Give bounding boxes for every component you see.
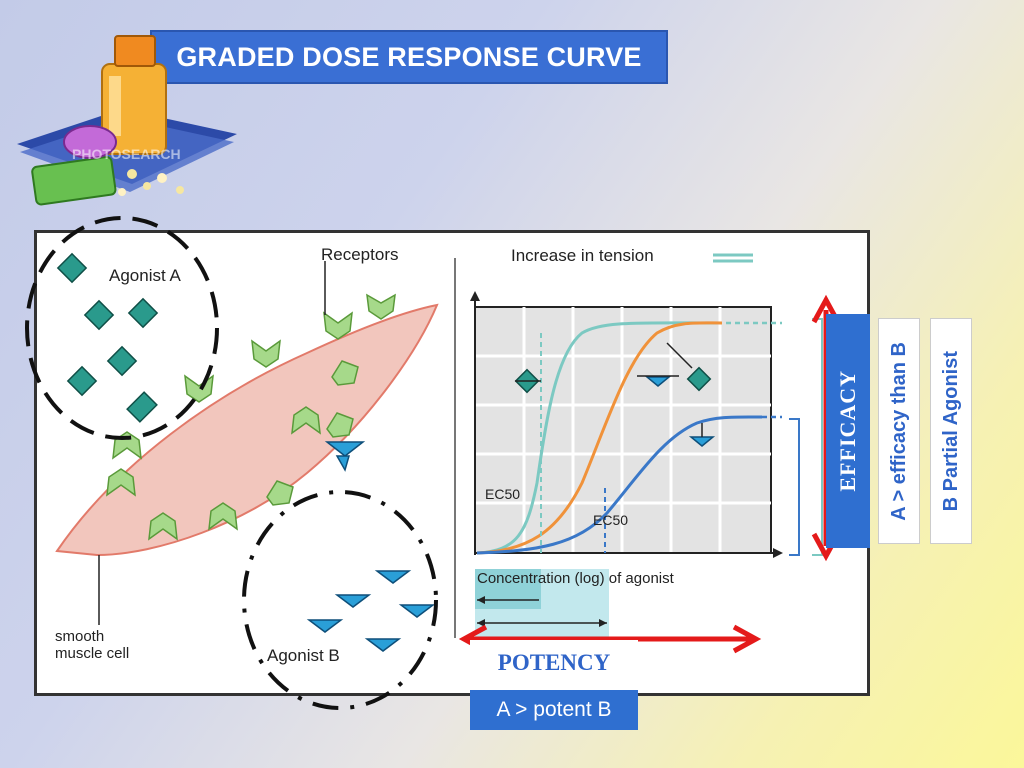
agonist-a-label: Agonist A: [109, 266, 181, 285]
agonist-a-molecule: [66, 365, 98, 397]
agonist-a-molecule: [56, 252, 88, 284]
medicine-bottle-pills-icon: PHOTOSEARCH: [17, 35, 237, 206]
ec50-b-label: EC50: [593, 512, 628, 528]
receptors-label: Receptors: [321, 245, 398, 264]
slide-title: GRADED DOSE RESPONSE CURVE: [150, 30, 668, 84]
agonist-b-molecule: [334, 594, 372, 608]
agonist-a-molecule: [106, 345, 138, 377]
plot-area: [470, 291, 783, 558]
partial-agonist-label: B Partial Agonist: [930, 318, 972, 544]
agonist-b-molecule: [374, 570, 412, 584]
potency-label: POTENCY: [470, 640, 638, 686]
agonist-a-molecule: [127, 297, 159, 329]
efficacy-bracket-a: [812, 318, 823, 556]
receptor: [291, 406, 321, 435]
receptor: [366, 293, 396, 320]
dose-response-figure: Receptors Agonist A Agonist B smooth mus…: [34, 230, 870, 696]
receptor: [331, 360, 359, 386]
efficacy-text: EFFICACY: [835, 370, 860, 492]
agonist-b-molecule: [364, 638, 402, 652]
agonist-b-molecule: [306, 619, 344, 633]
agonist-a-molecule: [83, 299, 115, 331]
receptor: [326, 412, 354, 438]
ec50-a-label: EC50: [485, 486, 520, 502]
cell-label-line1: smooth: [55, 628, 104, 645]
agonist-b-marker: [644, 376, 672, 387]
xaxis-label: Concentration (log) of agonist: [477, 570, 675, 587]
receptor: [184, 374, 214, 403]
agonist-a-molecule: [126, 391, 158, 423]
efficacy-compare-label: A > efficacy than B: [878, 318, 920, 544]
agonist-b-molecule: [398, 604, 436, 618]
curve-partial-agonist: [476, 415, 763, 555]
receptor: [251, 339, 281, 368]
potency-compare-label: A > potent B: [470, 690, 638, 730]
receptor: [112, 431, 142, 460]
legend-swatch: [713, 253, 753, 263]
agonist-b-label: Agonist B: [267, 646, 340, 665]
receptor: [323, 311, 353, 340]
agonist-b-molecule: [324, 441, 366, 457]
efficacy-bracket-b: [789, 418, 800, 556]
receptor: [208, 502, 238, 531]
receptor: [148, 512, 178, 541]
legend-label: Increase in tension: [511, 246, 654, 265]
efficacy-label: EFFICACY: [826, 314, 870, 548]
partial-agonist-text: B Partial Agonist: [939, 350, 962, 512]
cell-label-line2: muscle cell: [55, 645, 129, 662]
curve-orange: [476, 321, 723, 555]
logo-watermark: PHOTOSEARCH: [72, 146, 181, 162]
efficacy-compare-text: A > efficacy than B: [887, 341, 910, 521]
curve-agonist-a: [476, 321, 718, 555]
agonist-a-marker: [686, 366, 712, 392]
smooth-muscle-cell: [55, 303, 439, 557]
receptor: [106, 468, 136, 497]
